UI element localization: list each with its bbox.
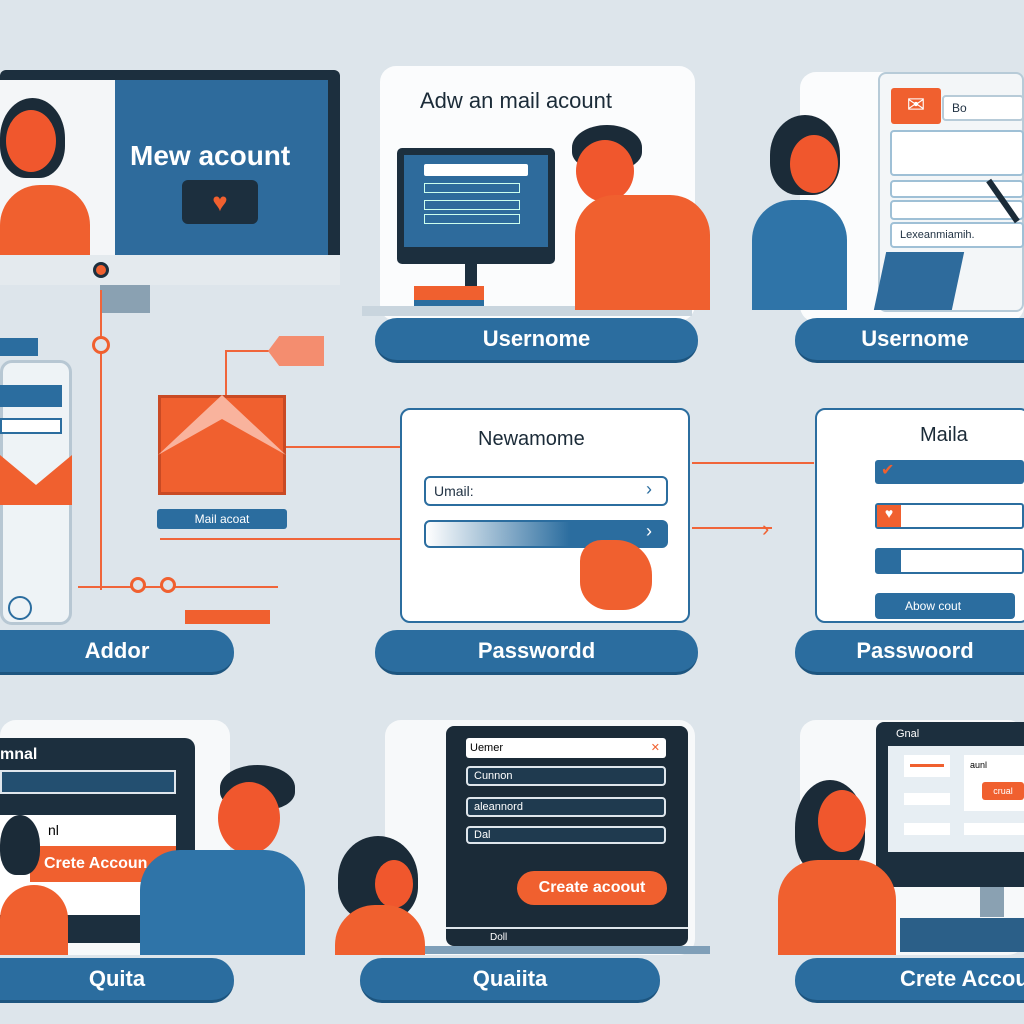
form-field[interactable]: Cunnon: [466, 766, 666, 786]
panel2-title: Adw an mail acount: [420, 88, 612, 113]
password-pill-2[interactable]: Passwoord: [795, 630, 1024, 675]
addor-pill[interactable]: Addor: [0, 630, 234, 675]
tag-icon: [268, 336, 324, 366]
man-body: [140, 850, 305, 955]
create-account-pill[interactable]: Crete Accoun: [795, 958, 1024, 1003]
laptop: [873, 252, 965, 310]
connector-line: [285, 446, 400, 448]
phone-field[interactable]: [0, 418, 62, 434]
arrow-line: [692, 527, 772, 529]
about-button[interactable]: Abow cout: [875, 593, 1015, 619]
chevron-right-icon: ›: [646, 479, 652, 499]
monitor-stand: [980, 887, 1004, 917]
panel7-title: mnal: [0, 746, 38, 763]
user-field[interactable]: [875, 548, 1024, 574]
option-bar: [910, 764, 944, 767]
panel-mail-form: [815, 408, 1024, 623]
divider: [446, 927, 688, 929]
option-card[interactable]: [904, 793, 950, 805]
girl-face: [375, 860, 413, 908]
avatar-face: [6, 110, 56, 172]
connector-line: [225, 350, 270, 352]
connector-line: [78, 586, 278, 588]
chevron-right-icon: ›: [646, 521, 652, 541]
form-field[interactable]: Dal: [466, 826, 666, 844]
woman-body: [778, 860, 896, 955]
field[interactable]: [424, 183, 520, 193]
keyboard: [900, 918, 1024, 952]
books: [414, 286, 484, 308]
monitor-chin: [0, 255, 340, 285]
phone-field[interactable]: [0, 385, 62, 407]
email-field[interactable]: Umail:: [424, 476, 668, 506]
man-face: [218, 782, 280, 854]
connector-line: [100, 290, 102, 590]
field[interactable]: [0, 770, 176, 794]
phone-home-button[interactable]: [8, 596, 32, 620]
field[interactable]: [424, 200, 520, 210]
avatar-body: [0, 185, 90, 255]
panel-new-account: Mew acount ♥: [0, 70, 340, 320]
form-field[interactable]: [890, 180, 1024, 198]
woman-face: [790, 135, 838, 193]
woman-body: [0, 885, 68, 955]
connector-node: [160, 577, 176, 593]
connector-bar: [185, 610, 270, 624]
panel9-field: aunl: [970, 760, 988, 770]
footer-text: Doll: [490, 932, 508, 943]
woman-face: [818, 790, 866, 852]
girl-body: [335, 905, 425, 955]
username-field[interactable]: [424, 164, 528, 176]
woman-body: [752, 200, 847, 310]
phone-header: [0, 338, 38, 356]
power-button[interactable]: [93, 262, 109, 278]
field-label: Uemer: [470, 742, 504, 754]
arrow-line: [692, 462, 814, 464]
desk: [420, 946, 710, 954]
monitor-stand: [465, 264, 477, 292]
connector-node: [92, 336, 110, 354]
username-field[interactable]: Uemer ✕: [466, 738, 666, 758]
form-field[interactable]: [890, 130, 1024, 176]
panel7-field: nl: [48, 822, 59, 838]
form-field[interactable]: [890, 200, 1024, 220]
arrow-icon: ›: [762, 516, 770, 541]
quita-pill[interactable]: Quita: [0, 958, 234, 1003]
quaiita-pill[interactable]: Quaiita: [360, 958, 660, 1003]
monitor-stand: [100, 285, 150, 313]
man-body: [575, 195, 710, 310]
mail-account-label: Mail acoat: [157, 509, 287, 529]
heart-button[interactable]: ♥: [182, 180, 258, 224]
text-field[interactable]: Lexeanmiamih.: [890, 222, 1024, 248]
action-button[interactable]: crual: [982, 782, 1024, 800]
connector-node: [130, 577, 146, 593]
form-field[interactable]: aleannord: [466, 797, 666, 817]
option-card[interactable]: [904, 823, 950, 835]
check-field[interactable]: ✔: [875, 460, 1024, 484]
man-face: [576, 140, 634, 202]
desk: [362, 306, 692, 316]
field[interactable]: [424, 214, 520, 224]
username-pill[interactable]: Usernome: [375, 318, 698, 363]
top-field[interactable]: Bo: [942, 95, 1024, 121]
username-pill-2[interactable]: Usernome: [795, 318, 1024, 363]
new-account-heading: Mew acount: [130, 140, 291, 171]
option-card[interactable]: [964, 823, 1024, 835]
panel9-title: Gnal: [896, 728, 920, 740]
heart-field[interactable]: ♥: [875, 503, 1024, 529]
pointing-hand-icon: [580, 540, 652, 610]
create-account-button[interactable]: Create acoout: [517, 871, 667, 905]
connector-line: [160, 538, 400, 540]
heart-icon: ♥: [877, 505, 901, 527]
password-pill[interactable]: Passwordd: [375, 630, 698, 675]
option-card[interactable]: [904, 755, 950, 777]
panel6-title: Maila: [920, 424, 968, 446]
panel5-title: Newamome: [478, 428, 585, 450]
mail-icon: ✉: [891, 88, 941, 124]
woman-hair: [0, 815, 40, 875]
connector-line: [225, 350, 227, 395]
user-icon: [877, 550, 901, 572]
close-icon[interactable]: ✕: [650, 742, 660, 754]
